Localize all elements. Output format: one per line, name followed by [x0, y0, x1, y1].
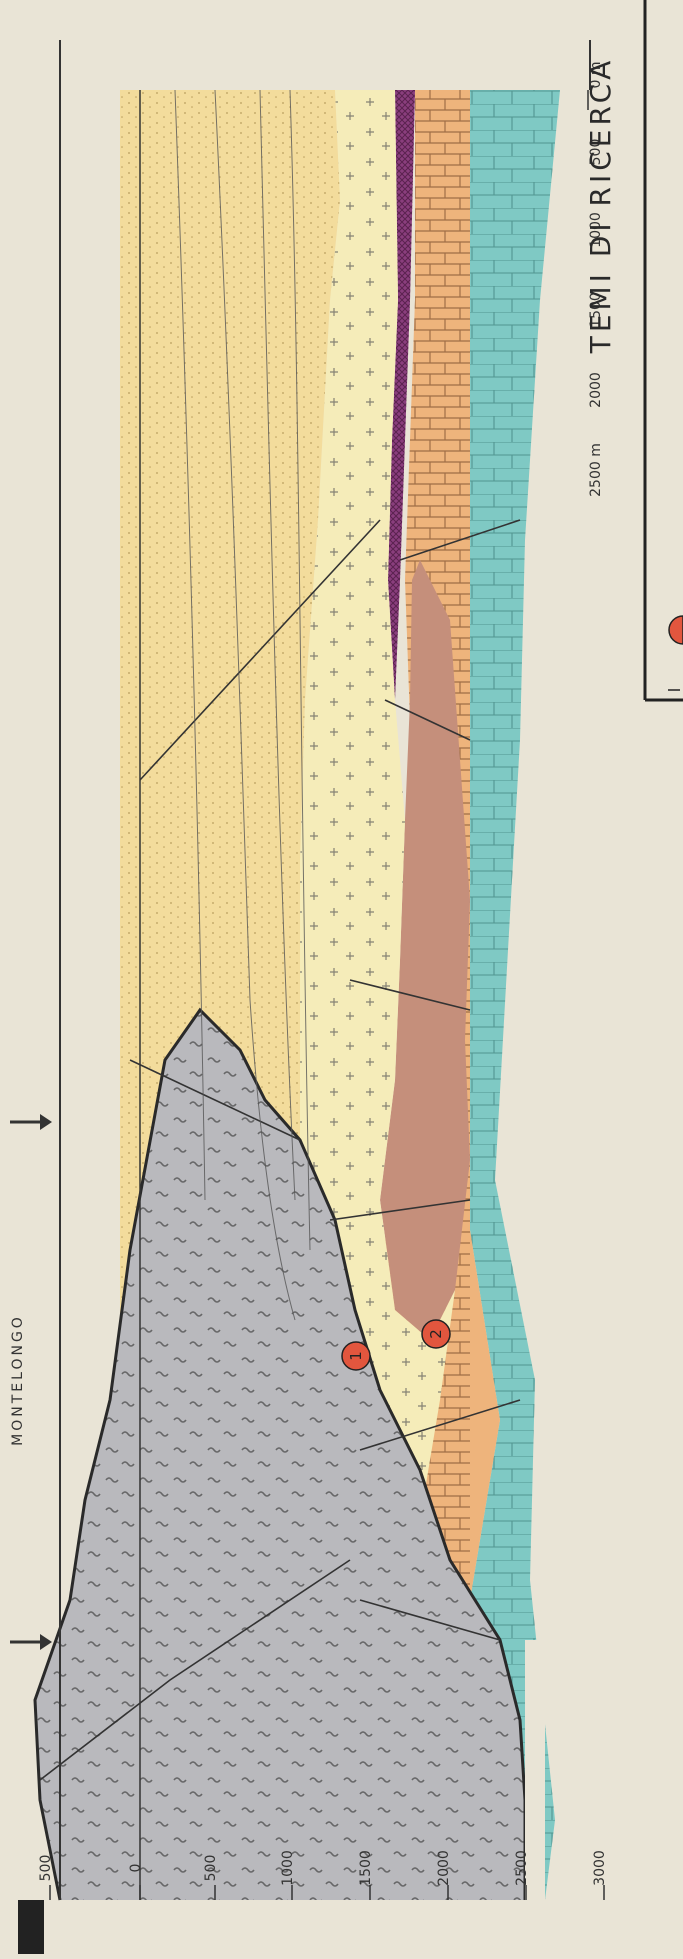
- left-scale-label: 3000: [592, 1850, 608, 1886]
- research-target-marker: 1: [342, 1342, 370, 1370]
- location-label: MONTELONGO: [10, 1314, 26, 1446]
- left-scale-label: 2500: [514, 1850, 530, 1886]
- left-scale-label: 0: [128, 1864, 144, 1873]
- research-target-marker: 2: [422, 1320, 450, 1348]
- left-scale-label: 500: [203, 1855, 219, 1882]
- left-scale-label: 1500: [358, 1850, 374, 1886]
- left-scale-label: 500: [38, 1855, 54, 1882]
- svg-text:1: 1: [347, 1351, 365, 1361]
- left-scale-label: 1000: [280, 1850, 296, 1886]
- right-scale-label: 2500 m: [588, 443, 604, 497]
- right-scale-label: 2000: [588, 372, 604, 408]
- svg-text:2: 2: [427, 1329, 445, 1339]
- left-scale-label: 2000: [436, 1850, 452, 1886]
- scale-marker: [18, 1900, 44, 1954]
- legend-title: TEMI DI RICERCA: [584, 57, 617, 355]
